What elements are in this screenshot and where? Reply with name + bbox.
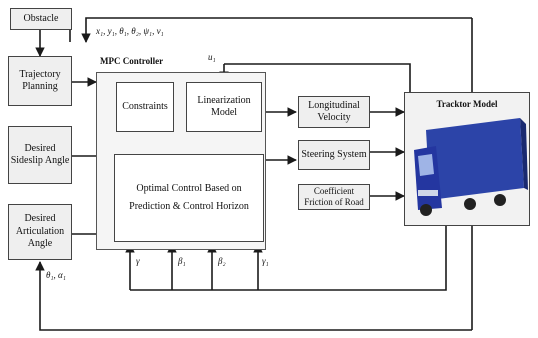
optimal-control-label-2: Prediction & Control Horizon [129, 201, 249, 212]
mpc-controller-label: MPC Controller [100, 56, 164, 66]
road-friction-block: Coefficient Friction of Road [298, 184, 370, 210]
u1-signal: u₁ [208, 52, 216, 62]
left-feedback-signal: θ₁, α₁ [46, 270, 66, 280]
steering-system-label: Steering System [301, 148, 367, 160]
tracktor-model-block: Tracktor Model [404, 92, 530, 226]
obstacle-label: Obstacle [23, 12, 59, 24]
optimal-control-label-1: Optimal Control Based on [136, 182, 242, 194]
linearization-label: Linearization Model [197, 94, 251, 119]
desired-articulation-block: Desired Articulation Angle [8, 204, 72, 260]
obstacle-block: Obstacle [10, 8, 72, 30]
tracktor-model-label: Tracktor Model [436, 99, 498, 109]
gamma-signal: γ [136, 256, 140, 266]
feedback-to-planning [81, 17, 472, 43]
desired-sideslip-block: Desired Sideslip Angle [8, 126, 72, 184]
longitudinal-velocity-block: Longitudinal Velocity [298, 96, 370, 128]
constraints-block: Constraints [116, 82, 174, 132]
beta1-signal: β₁ [178, 256, 186, 266]
optimal-control-block: Optimal Control Based on Prediction & Co… [114, 154, 264, 242]
road-friction-label: Coefficient Friction of Road [304, 185, 364, 207]
longitudinal-velocity-label: Longitudinal Velocity [308, 99, 360, 124]
feedback-bus-bottom [130, 226, 447, 291]
constraints-label: Constraints [122, 100, 168, 112]
arrow-left-feedback [35, 261, 472, 331]
desired-articulation-label: Desired Articulation Angle [15, 213, 65, 250]
steering-system-block: Steering System [298, 140, 370, 170]
top-state-signals: x₁, y₁, θ₁, θ₂, ψ₁, v₁ [96, 26, 164, 36]
gamma1-signal: γ₁ [262, 256, 269, 266]
desired-sideslip-label: Desired Sideslip Angle [10, 142, 70, 167]
trajectory-planning-block: Trajectory Planning [8, 56, 72, 106]
trajectory-planning-label: Trajectory Planning [19, 68, 61, 93]
line-u1-from-model [224, 63, 411, 96]
linearization-block: Linearization Model [186, 82, 262, 132]
beta2-signal: β₂ [218, 256, 226, 266]
